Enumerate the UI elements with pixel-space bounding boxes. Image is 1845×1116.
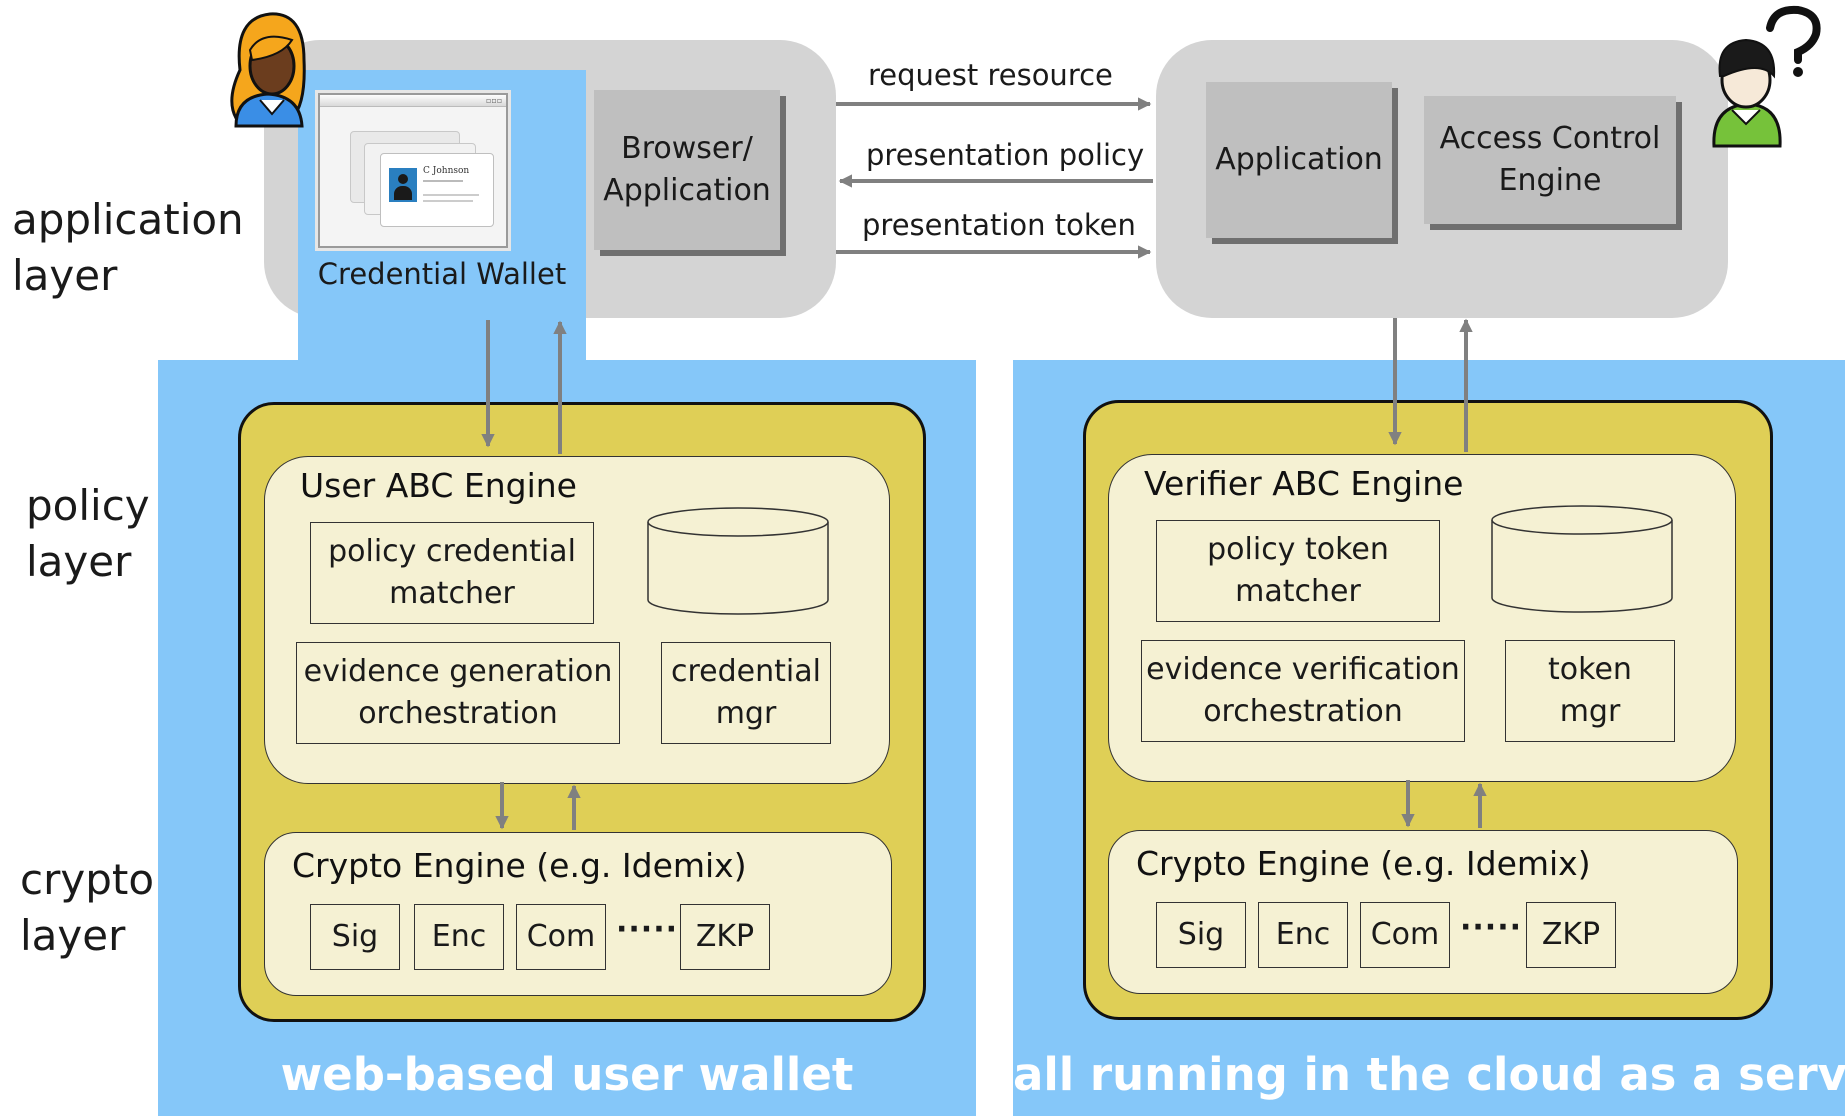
verifier-crypto-engine-title: Crypto Engine (e.g. Idemix) [1136,844,1591,883]
verifier-storage-cylinder [1491,505,1673,613]
verifier-more-modules-ellipsis: ····· [1460,910,1522,945]
credential-wallet-label: Credential Wallet [317,257,567,291]
id-cards-icon: ▫▫▫ C Johnson [318,93,508,248]
verifier-com-module[interactable]: Com [1360,902,1450,968]
presentation-policy-label: presentation policy [866,138,1145,172]
user-more-modules-ellipsis: ····· [616,912,678,947]
user-com-module[interactable]: Com [516,904,606,970]
user-question-icon [1712,5,1821,148]
user-storage-cylinder [647,507,829,615]
cloud-service-footer: all running in the cloud as a service [1013,1048,1845,1101]
user-abc-engine-title: User ABC Engine [300,466,577,505]
user-sig-module[interactable]: Sig [310,904,400,970]
user-enc-module[interactable]: Enc [414,904,504,970]
verifier-abc-engine-title: Verifier ABC Engine [1144,464,1464,503]
application-layer-label: application layer [12,195,244,300]
crypto-layer-label: crypto layer [20,855,155,960]
presentation-token-label: presentation token [862,208,1136,242]
verifier-application-box[interactable]: Application [1206,82,1392,238]
user-crypto-engine-title: Crypto Engine (e.g. Idemix) [292,846,747,885]
user-wallet-footer: web-based user wallet [280,1048,854,1101]
verifier-zkp-module[interactable]: ZKP [1526,902,1616,968]
user-zkp-module[interactable]: ZKP [680,904,770,970]
user-woman-icon [230,12,306,128]
browser-application-box[interactable]: Browser/Application [594,90,780,250]
verifier-enc-module[interactable]: Enc [1258,902,1348,968]
verifier-sig-module[interactable]: Sig [1156,902,1246,968]
request-resource-label: request resource [868,58,1113,92]
policy-layer-label: policy layer [26,481,150,586]
